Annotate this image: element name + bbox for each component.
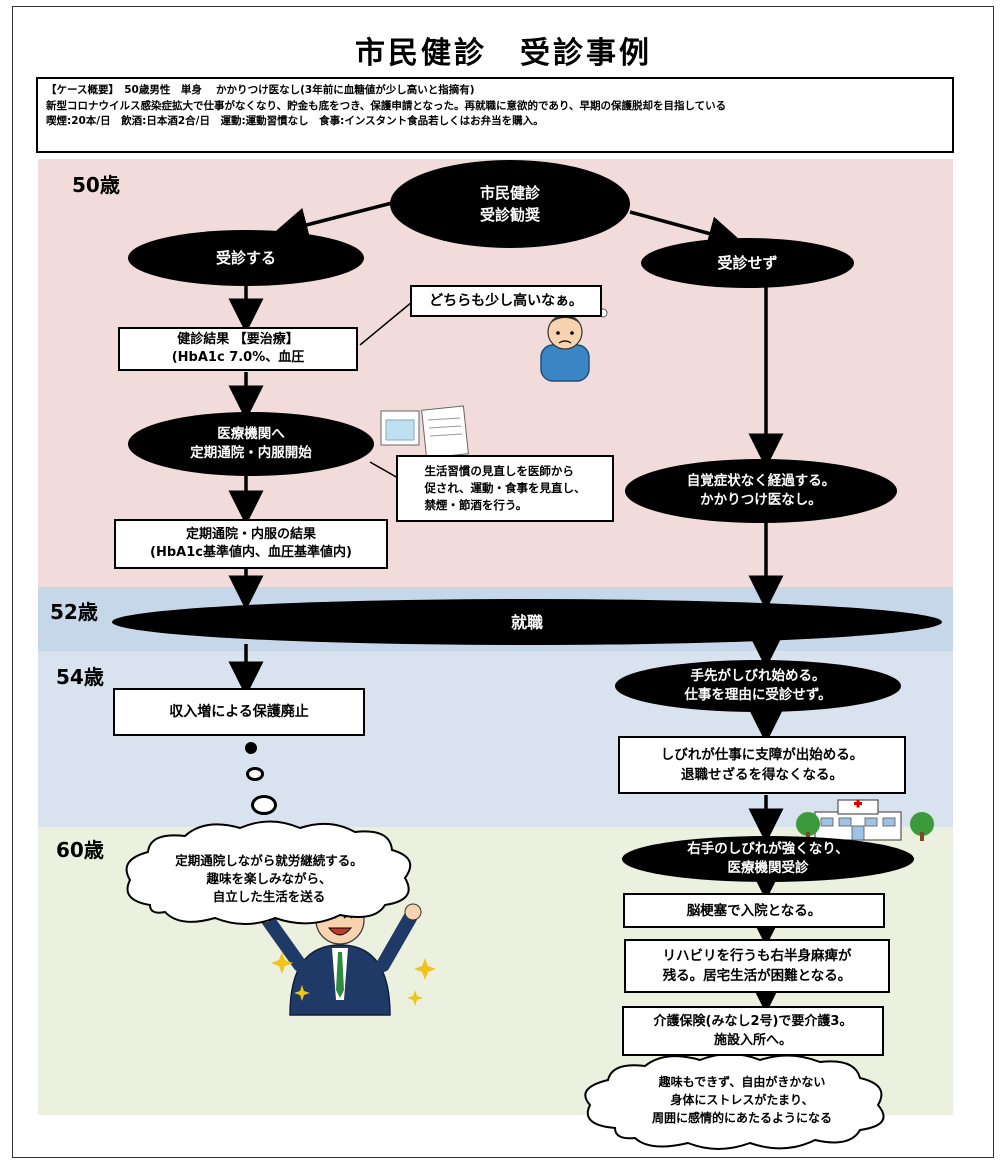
node-visit-clinic: 医療機関へ定期通院・内服開始 bbox=[128, 412, 374, 476]
cloud-good-outcome-line3: 自立した生活を送る bbox=[212, 889, 326, 904]
node-right-hand-numbness: 右手のしびれが強くなり、医療機関受診 bbox=[622, 836, 914, 882]
node-treatment-outcome: 定期通院・内服の結果 (HbA1c基準値内、血圧基準値内) bbox=[114, 519, 388, 569]
age-label-52: 52歳 bbox=[50, 600, 98, 624]
cloud-bad-outcome-line2: 身体にストレスがたまり、 bbox=[670, 1093, 814, 1107]
cloud-good-outcome-line2: 趣味を楽しみながら、 bbox=[206, 871, 332, 886]
node-no-symptoms: 自覚症状なく経過する。かかりつけ医なし。 bbox=[625, 459, 897, 523]
age-label-60: 60歳 bbox=[56, 838, 104, 862]
documents-icon bbox=[380, 405, 469, 459]
cloud-shape-bad bbox=[584, 1053, 885, 1150]
cloud-good-outcome-line1: 定期通院しながら就労継続する。 bbox=[175, 853, 363, 868]
node-numbness-start-line2: 仕事を理由に受診せず。 bbox=[684, 687, 832, 703]
node-visit-clinic-line1: 医療機関へ bbox=[217, 426, 285, 442]
case-summary-line3: 喫煙:20本/日 飲酒:日本酒2合/日 運動:運動習慣なし 食事:インスタント食… bbox=[46, 115, 544, 127]
cloud-bad-outcome-line1: 趣味もできず、自由がきかない bbox=[658, 1075, 826, 1089]
node-treatment-outcome-line1: 定期通院・内服の結果 bbox=[185, 527, 316, 542]
node-stroke-admission: 脳梗塞で入院となる。 bbox=[623, 893, 885, 928]
node-rehabilitation-line2: 残る。居宅生活が困難となる。 bbox=[662, 968, 852, 984]
node-nursing-care-line2: 施設入所へ。 bbox=[713, 1033, 792, 1048]
ellipsis-dot-1 bbox=[245, 742, 257, 754]
ellipsis-dot-2 bbox=[246, 767, 264, 781]
node-no-symptoms-line2: かかりつけ医なし。 bbox=[700, 492, 822, 508]
node-right-hand-numbness-line2: 医療機関受診 bbox=[727, 860, 809, 876]
cloud-good-outcome: 定期通院しながら就労継続する。 趣味を楽しみながら、 自立した生活を送る bbox=[140, 852, 398, 906]
age-label-50: 50歳 bbox=[72, 173, 120, 197]
case-summary-line2: 新型コロナウイルス感染症拡大で仕事がなくなり、貯金も底をつき、保護申請となった。… bbox=[46, 99, 727, 112]
node-work-impact-line2: 退職せざるを得なくなる。 bbox=[681, 767, 843, 783]
node-checkup-result-line2: (HbA1c 7.0%、血圧 bbox=[171, 350, 305, 365]
hospital-icon bbox=[796, 799, 934, 841]
node-lifestyle-advice-line3: 禁煙・節酒を行う。 bbox=[424, 498, 528, 512]
speech-bubble-both-high: どちらも少し高いなぁ。 bbox=[410, 285, 602, 317]
node-go-checkup: 受診する bbox=[128, 230, 364, 286]
node-welfare-ended: 収入増による保護廃止 bbox=[113, 688, 365, 736]
advice-pointer bbox=[369, 461, 399, 479]
start-node-line1: 市民健診 bbox=[479, 184, 540, 202]
arrow-start-to-nogo bbox=[629, 210, 744, 251]
node-right-hand-numbness-line1: 右手のしびれが強くなり、 bbox=[687, 841, 849, 857]
page-title: 市民健診 受診事例 bbox=[355, 36, 652, 71]
start-node-checkup-recommendation: 市民健診受診勧奨 bbox=[390, 160, 630, 248]
node-rehabilitation: リハビリを行うも右半身麻痺が残る。居宅生活が困難となる。 bbox=[624, 939, 890, 993]
node-nursing-care-line1: 介護保険(みなし2号)で要介護3。 bbox=[653, 1014, 853, 1029]
node-checkup-result: 健診結果 【要治療】 (HbA1c 7.0%、血圧 bbox=[118, 327, 358, 371]
node-numbness-start: 手先がしびれ始める。仕事を理由に受診せず。 bbox=[615, 660, 901, 712]
sparkle-icons bbox=[271, 952, 436, 1006]
cloud-bad-outcome: 趣味もできず、自由がきかない 身体にストレスがたまり、 周囲に感情的にあたるよう… bbox=[612, 1073, 872, 1127]
node-lifestyle-advice-line2: 促され、運動・食事を見直し、 bbox=[424, 481, 586, 495]
case-summary: 【ケース概要】 50歳男性 単身 かかりつけ医なし(3年前に血糖値が少し高いと指… bbox=[36, 77, 954, 153]
age-label-54: 54歳 bbox=[56, 665, 104, 689]
node-lifestyle-advice-line1: 生活習慣の見直しを医師から bbox=[424, 464, 574, 478]
node-rehabilitation-line1: リハビリを行うも右半身麻痺が bbox=[662, 948, 852, 964]
node-lifestyle-advice: 生活習慣の見直しを医師から促され、運動・食事を見直し、禁煙・節酒を行う。 bbox=[396, 455, 614, 522]
start-node-line2: 受診勧奨 bbox=[479, 206, 540, 224]
ellipsis-dot-3 bbox=[251, 795, 277, 815]
worried-person-icon bbox=[540, 314, 590, 382]
node-numbness-start-line1: 手先がしびれ始める。 bbox=[690, 668, 826, 684]
speech-pointer bbox=[359, 301, 413, 346]
node-visit-clinic-line2: 定期通院・内服開始 bbox=[190, 445, 312, 461]
node-treatment-outcome-line2: (HbA1c基準値内、血圧基準値内) bbox=[150, 545, 352, 560]
cloud-bad-outcome-line3: 周囲に感情的にあたるようになる bbox=[651, 1111, 832, 1125]
arrow-start-to-go bbox=[272, 201, 393, 242]
node-no-checkup: 受診せず bbox=[641, 238, 854, 288]
case-summary-line1: 【ケース概要】 50歳男性 単身 かかりつけ医なし(3年前に血糖値が少し高いと指… bbox=[46, 84, 475, 96]
node-work-impact: しびれが仕事に支障が出始める。退職せざるを得なくなる。 bbox=[618, 736, 906, 794]
node-no-symptoms-line1: 自覚症状なく経過する。 bbox=[686, 473, 836, 489]
cloud-shape-good bbox=[125, 820, 412, 925]
node-checkup-result-line1: 健診結果 【要治療】 bbox=[177, 332, 299, 347]
node-nursing-care: 介護保険(みなし2号)で要介護3。施設入所へ。 bbox=[622, 1006, 884, 1056]
node-employment: 就職 bbox=[112, 599, 942, 645]
node-work-impact-line1: しびれが仕事に支障が出始める。 bbox=[660, 747, 864, 763]
